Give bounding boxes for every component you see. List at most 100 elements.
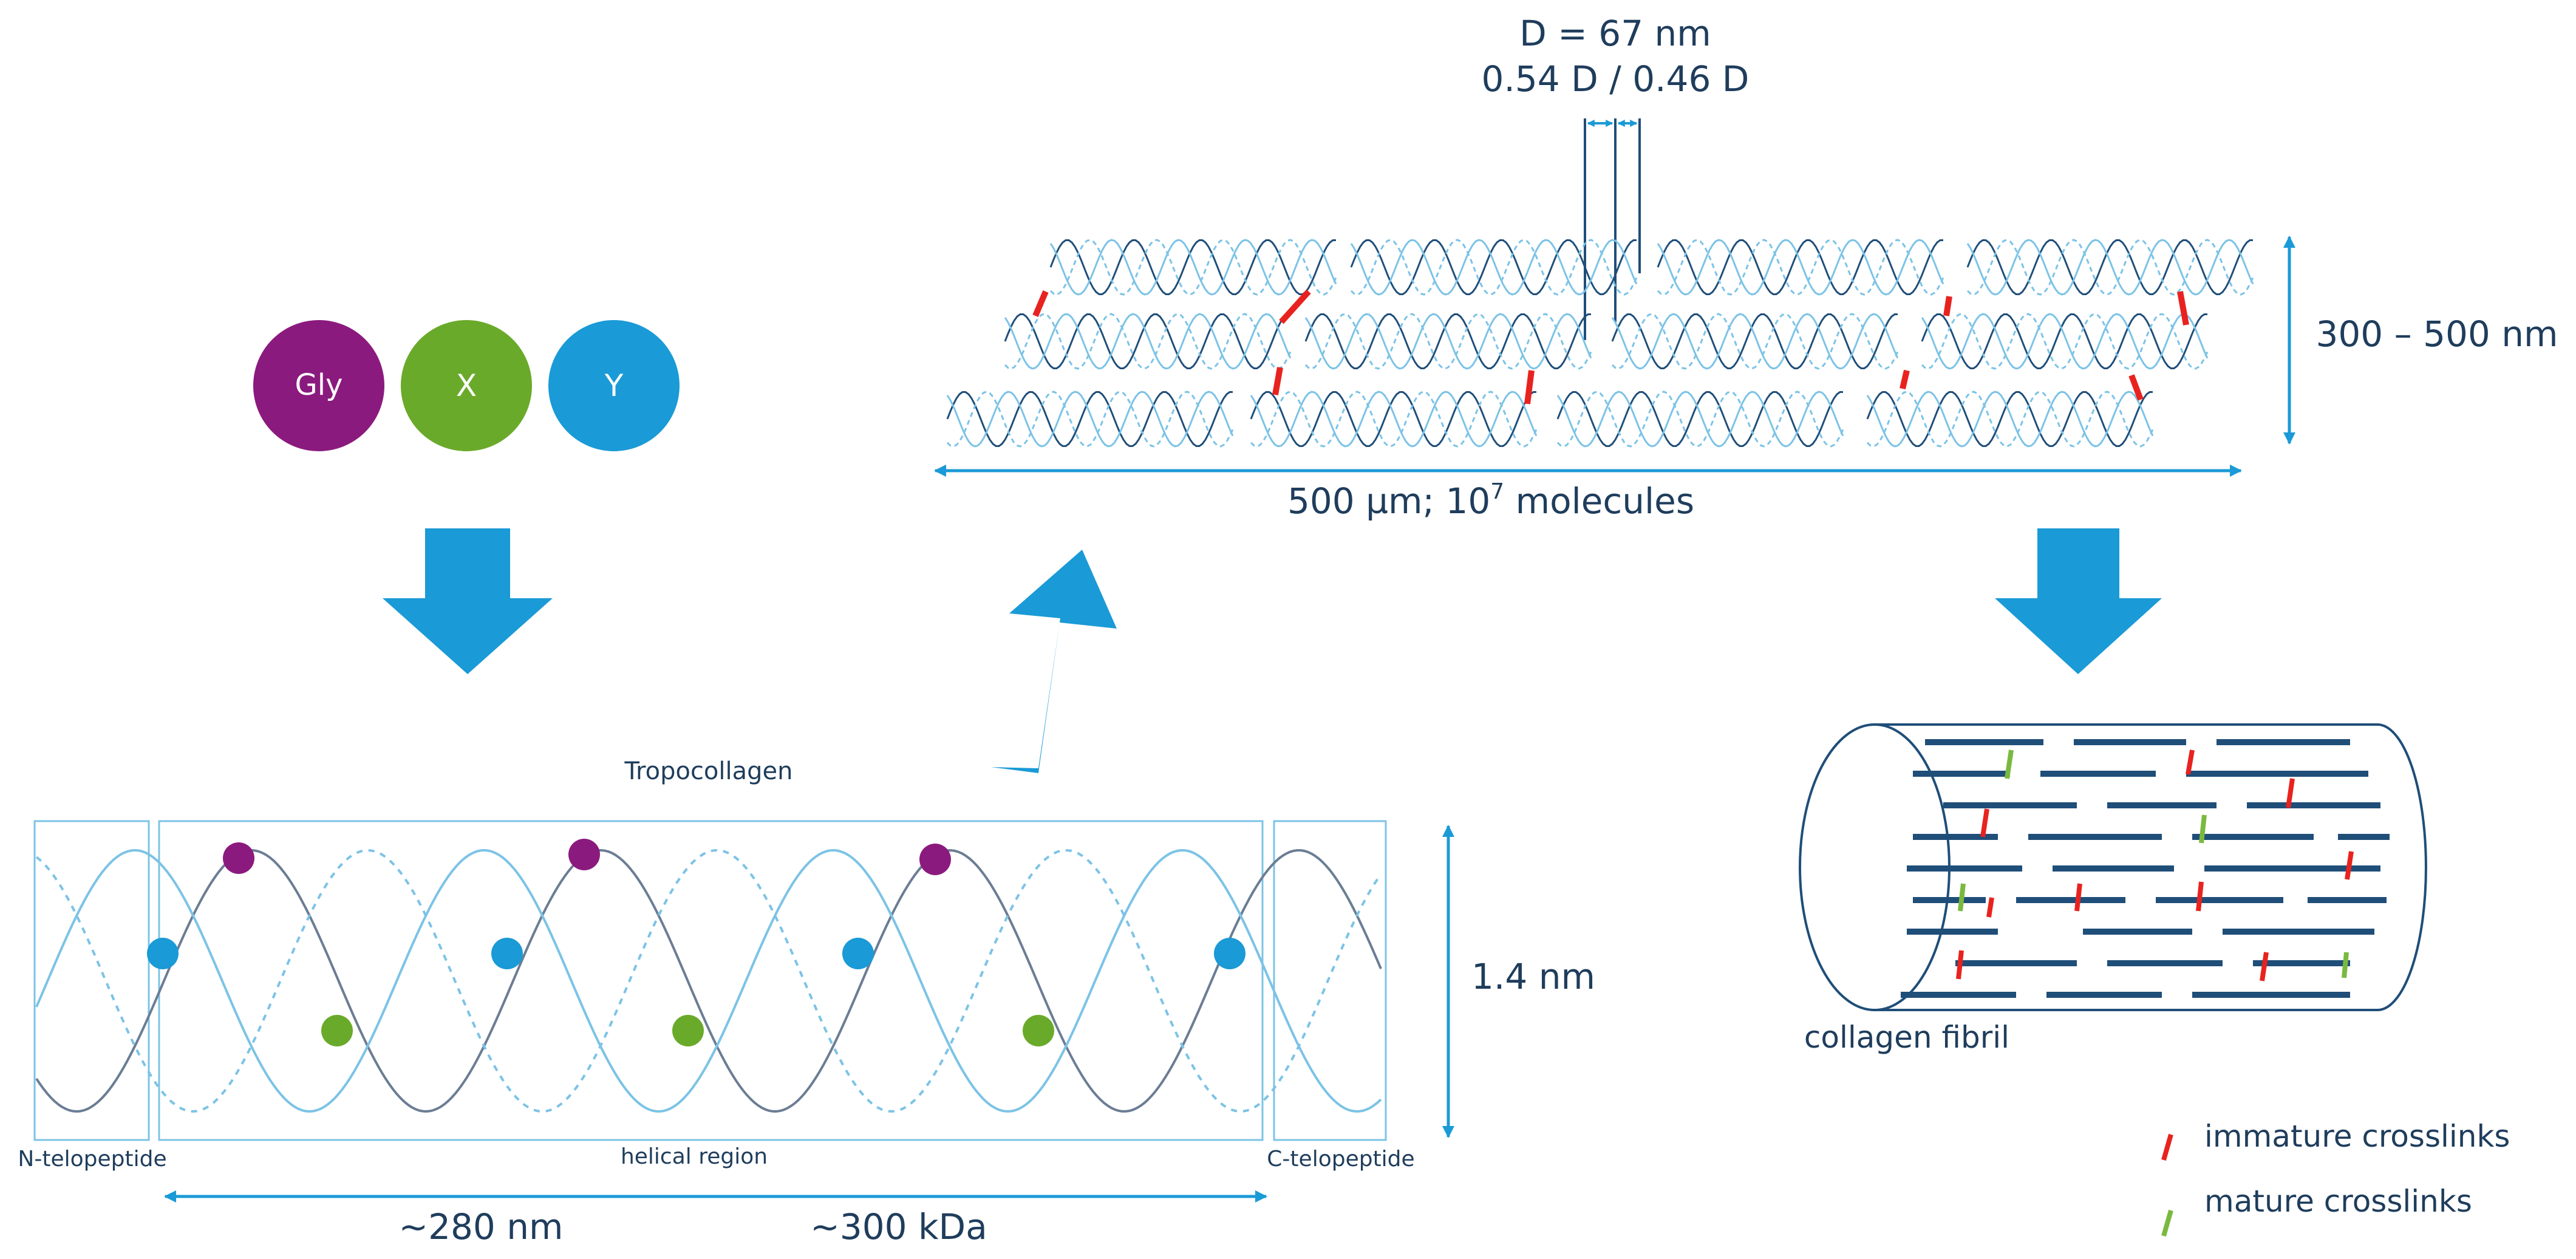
helix-strand-3 bbox=[35, 848, 1382, 1113]
mature-legend-label: mature crosslinks bbox=[2204, 1184, 2472, 1219]
microfibril-strand bbox=[1304, 313, 1591, 369]
immature-legend-label: immature crosslinks bbox=[2204, 1119, 2510, 1154]
fibril-length-exponent: 7 bbox=[1490, 479, 1504, 504]
down-arrow-right-icon bbox=[1995, 528, 2162, 674]
mass-label: ~300 kDa bbox=[810, 1206, 987, 1247]
microfibril-strand bbox=[1556, 391, 1843, 447]
length-label: ~280 nm bbox=[399, 1206, 564, 1247]
microfibril-strand bbox=[1250, 391, 1538, 448]
fibril-length-label: 500 µm; 107 molecules bbox=[1287, 479, 1694, 522]
microfibril-strand bbox=[946, 391, 1234, 448]
mature-crosslink bbox=[2199, 814, 2207, 844]
down-arrow-icon bbox=[383, 528, 553, 674]
microfibril-strand bbox=[1921, 313, 2209, 370]
helix-strand-2 bbox=[35, 848, 1382, 1113]
amino-acid-triplet: Gly X Y bbox=[253, 320, 680, 451]
microfibril-strand bbox=[1556, 391, 1844, 448]
c-telopeptide-box bbox=[1273, 820, 1387, 1141]
legend: immature crosslinks mature crosslinks bbox=[2161, 1119, 2510, 1237]
immature-crosslink bbox=[1272, 367, 1283, 395]
n-telopeptide-box bbox=[33, 820, 150, 1141]
microfibril-strand bbox=[1004, 313, 1292, 370]
gly-bead bbox=[223, 842, 254, 874]
microfibril-strand bbox=[1049, 239, 1337, 296]
x-label: X bbox=[456, 368, 477, 403]
tropocollagen-molecule: Tropocollagen N-telopeptide helical regi… bbox=[18, 757, 1595, 1247]
microfibril-strand bbox=[1921, 313, 2207, 369]
tropocollagen-title: Tropocollagen bbox=[624, 757, 792, 785]
up-arrow-icon bbox=[991, 550, 1117, 773]
fibril-length-suffix: molecules bbox=[1504, 480, 1694, 522]
triple-helix-strands bbox=[35, 848, 1382, 1113]
microfibril-strand bbox=[946, 391, 1233, 447]
microfibril-strand bbox=[1350, 239, 1638, 296]
immature-crosslink bbox=[2186, 749, 2195, 775]
y-label: Y bbox=[604, 368, 624, 403]
microfibril-strand bbox=[1657, 239, 1943, 295]
immature-crosslink bbox=[1943, 296, 1952, 316]
microfibril-strand bbox=[1866, 391, 2154, 448]
staggered-molecules bbox=[946, 239, 2254, 448]
y-circle bbox=[548, 320, 680, 451]
immature-crosslink bbox=[2128, 374, 2144, 401]
microfibril-strand bbox=[1250, 391, 1536, 447]
microfibril-strand bbox=[1049, 239, 1337, 296]
c-telopeptide-label: C-telopeptide bbox=[1267, 1147, 1414, 1172]
immature-crosslink bbox=[2196, 881, 2204, 912]
mature-crosslink bbox=[2005, 749, 2014, 779]
y-bead bbox=[147, 938, 179, 969]
microfibril-strand bbox=[1611, 313, 1899, 370]
microfibril-crosslinks bbox=[1032, 289, 2189, 404]
helix-strand-1 bbox=[35, 848, 1382, 1113]
immature-crosslink bbox=[1524, 370, 1535, 404]
immature-crosslink bbox=[2177, 291, 2189, 326]
collagen-fibril-cylinder: collagen fibril bbox=[1799, 723, 2427, 1055]
gly-bead bbox=[919, 844, 951, 875]
x-circle bbox=[401, 320, 532, 451]
microfibril-strand bbox=[1556, 391, 1844, 448]
microfibril-strand bbox=[946, 391, 1234, 448]
immature-crosslink bbox=[1279, 289, 1311, 324]
microfibril-strand bbox=[1004, 313, 1290, 369]
microfibril-strand bbox=[1004, 313, 1292, 370]
gly-label: Gly bbox=[295, 368, 343, 402]
n-telopeptide-label: N-telopeptide bbox=[18, 1147, 166, 1172]
collagen-fibril-label: collagen fibril bbox=[1804, 1020, 2009, 1055]
x-bead bbox=[672, 1015, 704, 1046]
fibril-length-prefix: 500 µm; 10 bbox=[1287, 480, 1490, 522]
microfibril-strand bbox=[1966, 239, 2254, 296]
microfibril-strand bbox=[1921, 313, 2209, 370]
mature-crosslink bbox=[2342, 952, 2349, 978]
immature-crosslink bbox=[1986, 897, 1994, 918]
microfibril-strand bbox=[1866, 391, 2153, 447]
microfibril-strand bbox=[1250, 391, 1538, 448]
immature-crosslink bbox=[1900, 369, 1910, 390]
mature-crosslink bbox=[1958, 883, 1966, 912]
x-bead bbox=[321, 1015, 353, 1046]
microfibril-strand bbox=[1966, 239, 2253, 295]
microfibril-strand bbox=[1304, 313, 1592, 370]
microfibril-strand bbox=[1350, 239, 1638, 296]
immature-legend-swatch bbox=[2161, 1133, 2173, 1161]
microfibril: D = 67 nm 0.54 D / 0.46 D 500 µm; 107 mo… bbox=[934, 13, 2558, 522]
mature-legend-swatch bbox=[2161, 1209, 2173, 1237]
y-bead bbox=[1214, 938, 1245, 969]
microfibril-strand bbox=[1350, 239, 1637, 295]
microfibril-strand bbox=[1966, 239, 2254, 296]
fibril-height-label: 300 – 500 nm bbox=[2316, 313, 2558, 355]
fibril-molecule-lines bbox=[1901, 739, 2390, 998]
immature-crosslink bbox=[2286, 778, 2295, 808]
immature-crosslink bbox=[1032, 290, 1049, 317]
immature-crosslink bbox=[2074, 883, 2082, 912]
y-bead bbox=[491, 938, 523, 969]
fibril-crosslinks bbox=[1956, 749, 2354, 981]
helical-region-box bbox=[158, 820, 1264, 1141]
microfibril-strand bbox=[1657, 239, 1944, 296]
diameter-label: 1.4 nm bbox=[1471, 956, 1595, 997]
microfibril-strand bbox=[1611, 313, 1899, 370]
immature-crosslink bbox=[2260, 952, 2269, 981]
d-period-label: D = 67 nm bbox=[1519, 13, 1711, 54]
triple-helix-beads bbox=[147, 839, 1245, 1046]
immature-crosslink bbox=[2345, 851, 2354, 880]
